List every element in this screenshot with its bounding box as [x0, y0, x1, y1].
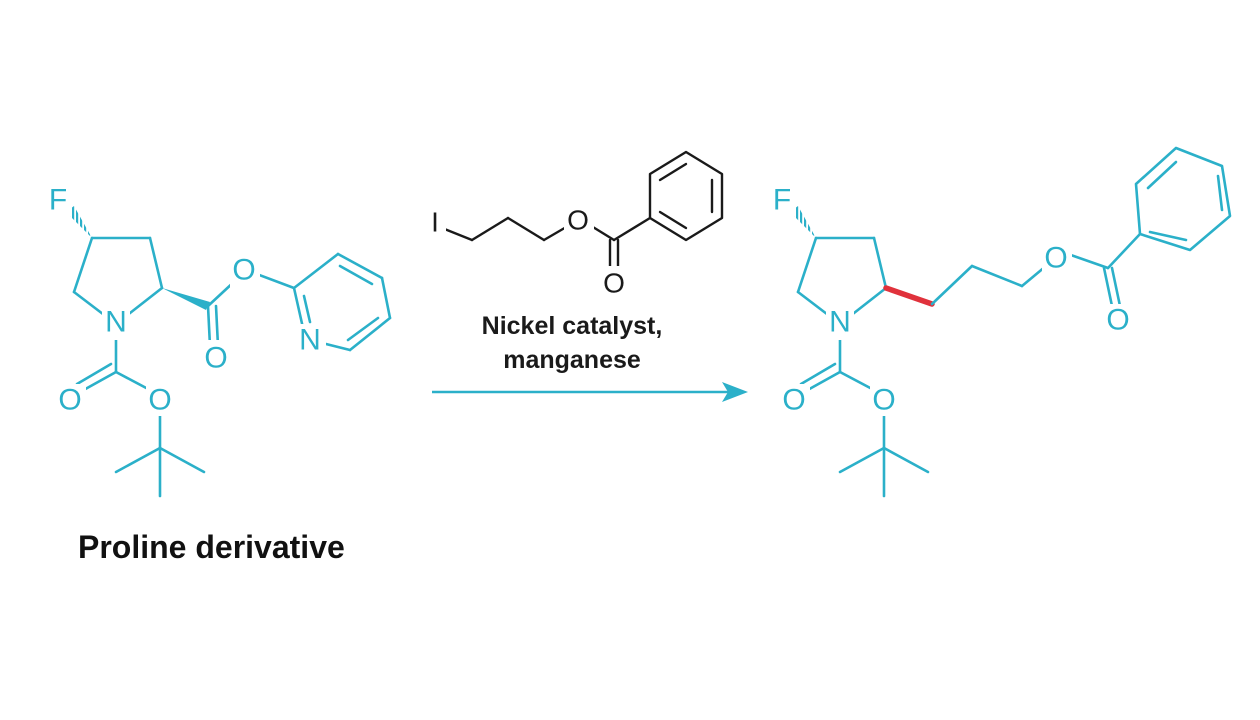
- iodine-atom-label: I: [431, 207, 439, 238]
- conditions-line-2: manganese: [503, 346, 641, 374]
- ester-oxygen-label: O: [232, 254, 255, 287]
- nitrogen-atom-label: N: [105, 306, 127, 339]
- fluorine-atom-label: F: [49, 184, 67, 217]
- boc-ether-oxygen-label: O: [148, 384, 171, 417]
- reaction-arrow: [432, 382, 748, 402]
- bold-wedge-bond: [162, 288, 210, 310]
- hashed-wedge-bond: [790, 206, 816, 238]
- product-boc-ether-oxygen-label: O: [872, 384, 895, 417]
- product-ester-oxygen-label: O: [1044, 242, 1067, 275]
- product-molecule: F N O O O O: [768, 146, 1232, 498]
- new-carbon-carbon-bond: [883, 285, 935, 307]
- product-nitrogen-atom-label: N: [829, 306, 851, 339]
- reagent-ester-oxygen-label: O: [567, 205, 589, 236]
- conditions-line-1: Nickel catalyst,: [482, 312, 663, 340]
- reagent-carbonyl-oxygen-label: O: [603, 268, 625, 299]
- carbonyl-oxygen-label: O: [204, 342, 227, 375]
- reactant-molecule: F N O O N O O: [44, 180, 392, 498]
- product-fluorine-atom-label: F: [773, 184, 791, 217]
- boc-carbonyl-oxygen-label: O: [58, 384, 81, 417]
- product-carbonyl-oxygen-label: O: [1106, 304, 1129, 337]
- product-boc-carbonyl-oxygen-label: O: [782, 384, 805, 417]
- reactant-caption: Proline derivative: [78, 529, 345, 565]
- pyridine-nitrogen-label: N: [299, 324, 321, 357]
- hashed-wedge-bond: [66, 206, 92, 238]
- reagent-molecule: I O O: [424, 150, 724, 299]
